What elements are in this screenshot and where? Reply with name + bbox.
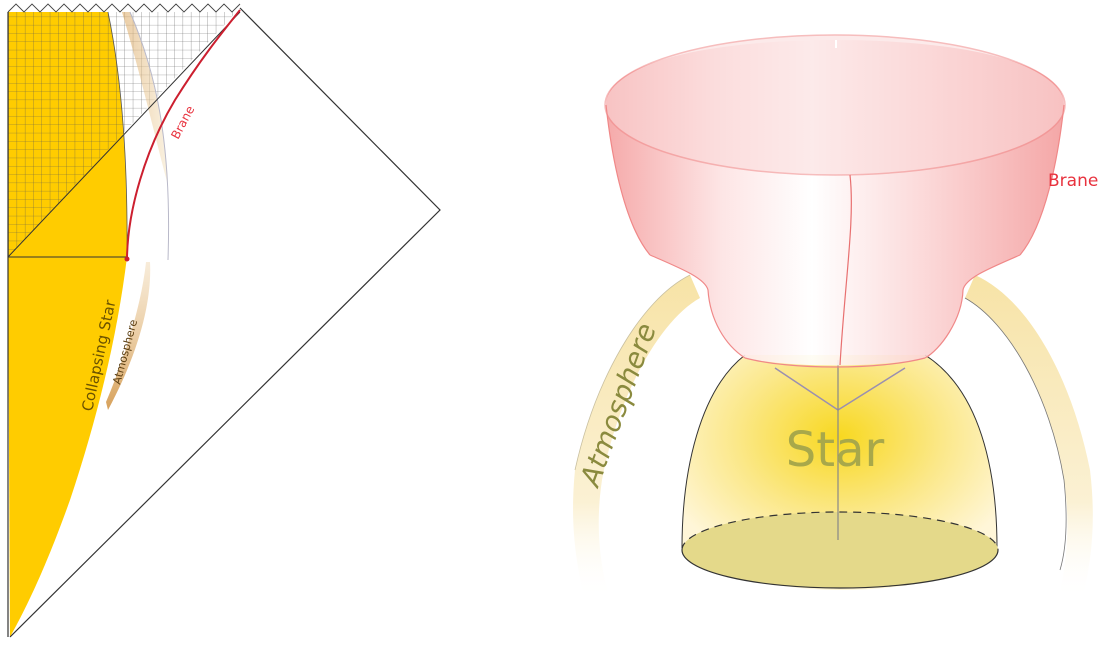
atmosphere-strip: [106, 262, 151, 410]
atmosphere-arch-left: [573, 275, 700, 600]
star-base-disk: [682, 512, 998, 588]
atmosphere-label-right: Atmosphere: [573, 319, 663, 493]
brane-label-left: Brane: [168, 103, 197, 141]
brane-label-right: Brane: [1048, 171, 1098, 191]
star-label: Star: [786, 422, 885, 478]
brane-start-point: [124, 256, 130, 262]
brane-curve: [126, 9, 241, 258]
penrose-diagram: Collapsing Star Atmosphere Brane: [7, 3, 441, 638]
embedding-diagram: Brane Atmosphere Star: [573, 34, 1098, 600]
atmosphere-arch-right: [965, 275, 1093, 600]
atmosphere-band-upper: [122, 12, 168, 185]
collapsing-star-region: [8, 257, 127, 637]
brane-rim: [604, 34, 1066, 176]
singularity-zigzag: [7, 3, 241, 13]
